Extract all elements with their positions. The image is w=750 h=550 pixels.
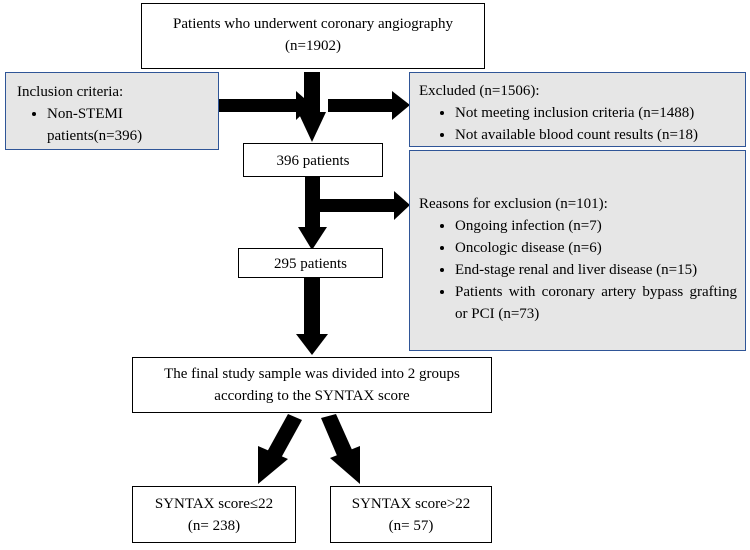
arrow-inclusion-to-excluded [218, 91, 410, 120]
patients-total-title: Patients who underwent coronary angiogra… [173, 16, 453, 32]
patients-295-box: 295 patients [238, 248, 383, 278]
patients-total-box: Patients who underwent coronary angiogra… [141, 3, 485, 69]
patients-396-label: 396 patients [276, 153, 350, 169]
arrow-final-to-high [321, 414, 360, 484]
excluded-list: Not meeting inclusion criteria (n=1488) … [419, 102, 745, 146]
inclusion-title: Inclusion criteria: [17, 84, 124, 100]
arrow-396-to-295 [298, 177, 327, 250]
patients-396-box: 396 patients [243, 143, 383, 177]
reasons-title: Reasons for exclusion (n=101): [419, 196, 608, 212]
syntax-high-box: SYNTAX score>22 (n= 57) [330, 486, 492, 543]
final-sample-line1: The final study sample was divided into … [164, 366, 460, 382]
excluded-item: Not available blood count results (n=18) [455, 124, 745, 146]
arrow-295-to-final [296, 277, 328, 355]
reasons-item: Oncologic disease (n=6) [455, 237, 737, 259]
syntax-high-count: (n= 57) [388, 518, 434, 534]
patients-295-label: 295 patients [274, 256, 347, 272]
reasons-item: End-stage renal and liver disease (n=15) [455, 259, 737, 281]
syntax-low-box: SYNTAX score≤22 (n= 238) [132, 486, 296, 543]
syntax-low-label: SYNTAX score≤22 [154, 496, 274, 512]
arrow-to-reasons [320, 191, 410, 220]
final-sample-box: The final study sample was divided into … [132, 357, 492, 413]
excluded-item: Not meeting inclusion criteria (n=1488) [455, 102, 745, 124]
syntax-low-count: (n= 238) [187, 518, 241, 534]
reasons-list: Ongoing infection (n=7) Oncologic diseas… [419, 215, 737, 325]
excluded-title: Excluded (n=1506): [419, 83, 540, 99]
inclusion-item: Non-STEMI patients(n=396) [47, 103, 172, 147]
reasons-box: Reasons for exclusion (n=101): Ongoing i… [409, 150, 746, 351]
reasons-item: Ongoing infection (n=7) [455, 215, 737, 237]
arrow-final-to-low [258, 414, 302, 484]
inclusion-criteria-box: Inclusion criteria: Non-STEMI patients(n… [5, 72, 219, 150]
reasons-item: Patients with coronary artery bypass gra… [455, 281, 737, 325]
final-sample-line2: according to the SYNTAX score [214, 388, 410, 404]
patients-total-count: (n=1902) [285, 38, 341, 54]
syntax-high-label: SYNTAX score>22 [351, 496, 471, 512]
excluded-box: Excluded (n=1506): Not meeting inclusion… [409, 72, 746, 147]
inclusion-list: Non-STEMI patients(n=396) [17, 103, 210, 147]
